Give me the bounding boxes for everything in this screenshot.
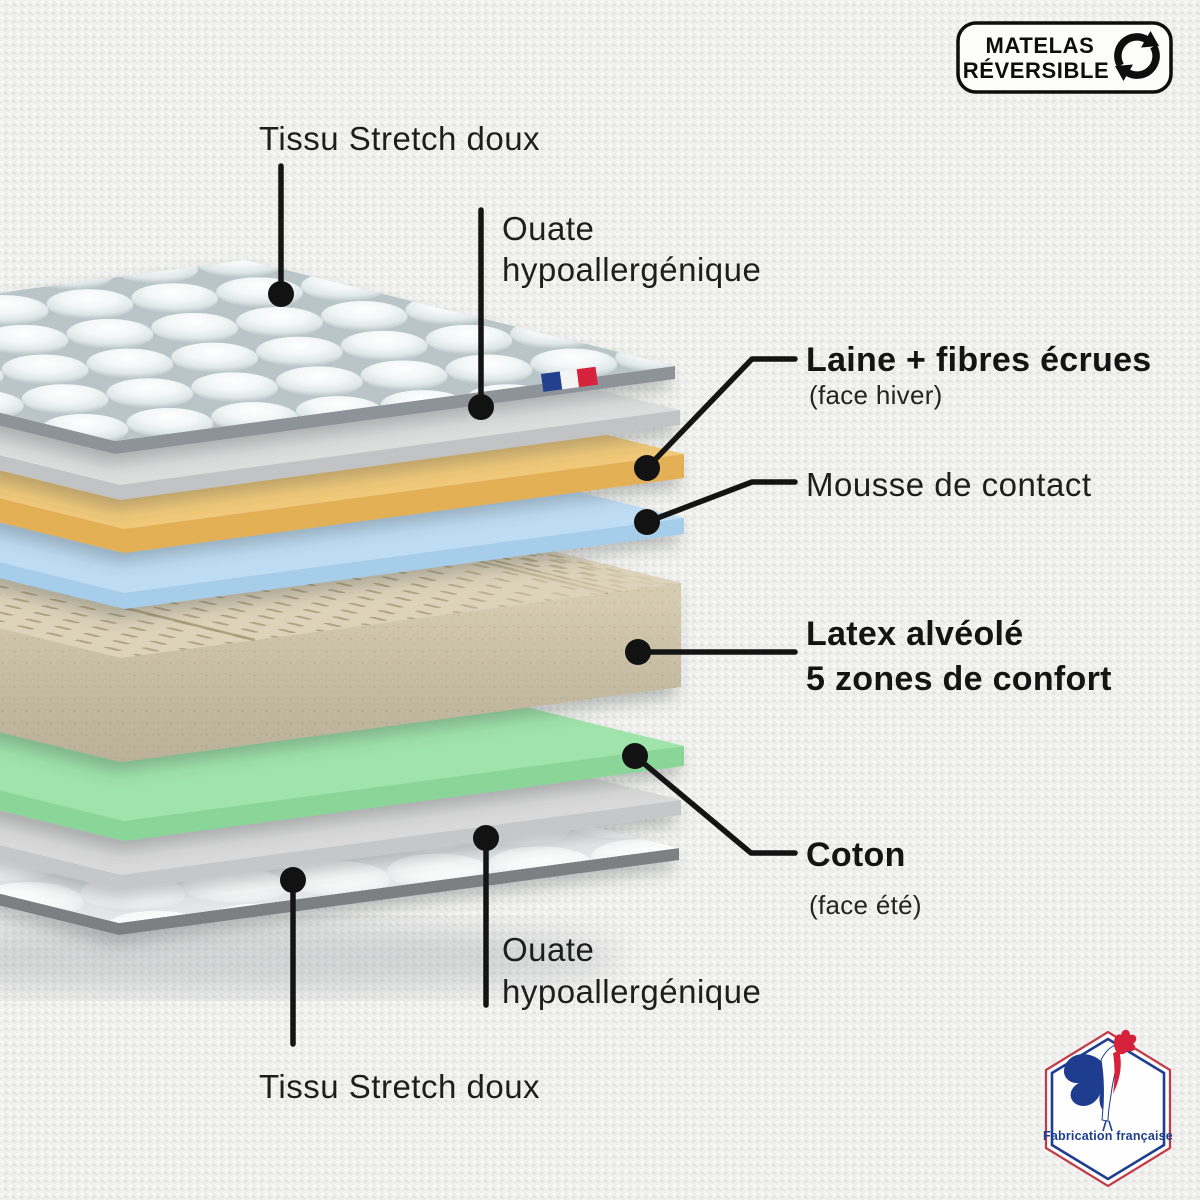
label-tissu-bottom: Tissu Stretch doux [259,1068,540,1105]
label-ouate-top-line2: hypoallergénique [502,251,761,288]
label-ouate-bottom-line2: hypoallergénique [502,973,761,1010]
badge-line2: RÉVERSIBLE [963,58,1110,83]
label-coton-sub: (face été) [809,890,922,920]
leader-dot-mousse [634,509,660,535]
leader-dot-laine [634,455,660,481]
label-ouate-top-line1: Ouate [502,210,594,247]
label-mousse: Mousse de contact [806,466,1092,503]
french-flag-tag [541,366,598,392]
logo-hexagon-inner [1050,1037,1166,1181]
badge-frame [956,21,1173,94]
layer-front-face [0,746,684,841]
leader-line-laine [644,356,798,471]
layer-front-face [0,454,684,553]
annotation-labels: Tissu Stretch doux Ouate hypoallergéniqu… [259,120,1152,1105]
label-latex-line2: 5 zones de confort [806,660,1112,698]
stack-ground-shadow [0,922,620,994]
leader-line-coton [632,753,798,856]
label-tissu-top: Tissu Stretch doux [259,120,540,157]
made-in-france-logo: Fabrication française [1043,1029,1173,1188]
logo-caption: Fabrication française [1043,1129,1173,1143]
rooster-icon [1063,1029,1137,1132]
leader-dot-latex [625,639,651,665]
label-latex-line1: Latex alvéolé [806,615,1023,653]
leader-lines [268,163,798,1047]
label-coton: Coton [806,836,906,874]
layer-top-texture [0,260,675,441]
leader-dot-ouate-bottom [473,825,499,851]
leader-line-mousse [644,479,798,525]
leader-dot-ouate-top [468,394,494,420]
reversible-badge: MATELAS RÉVERSIBLE [956,21,1173,94]
leader-dot-coton [622,743,648,769]
label-laine-sub: (face hiver) [809,380,943,410]
reversible-arrows-icon [1115,31,1159,81]
badge-line1: MATELAS [986,33,1095,58]
label-laine: Laine + fibres écrues [806,341,1152,379]
layer-front-shading [0,583,681,762]
leader-dot-tissu-bottom [280,867,306,893]
leader-dot-tissu-top [268,281,294,307]
layer-tissu-stretch-top [0,260,675,454]
label-ouate-bottom-line1: Ouate [502,931,594,968]
